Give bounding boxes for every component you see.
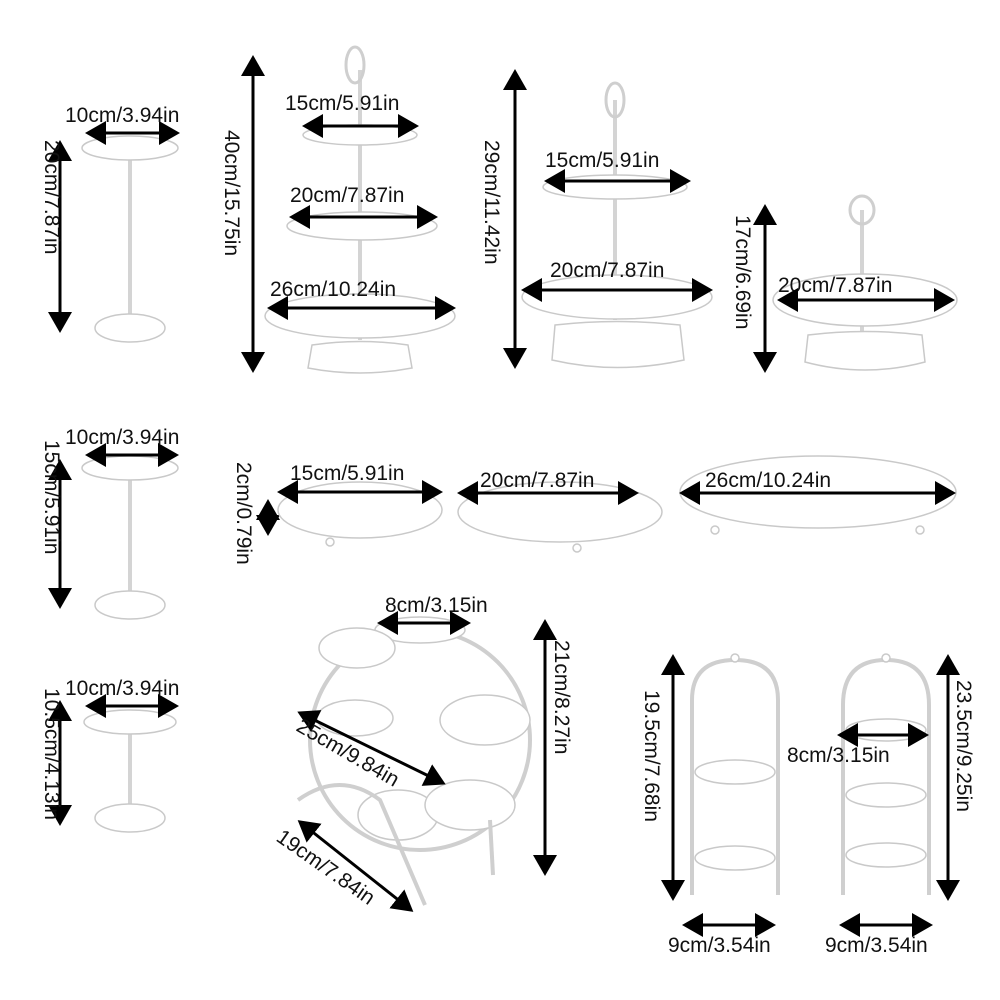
width-label: 10cm/3.94in	[65, 426, 179, 449]
height-label: 29cm/11.42in	[480, 140, 503, 265]
stand-20cm	[81, 135, 179, 343]
plate-medium-label: 20cm/7.87in	[480, 469, 594, 492]
three-tier-shelf	[841, 653, 931, 895]
height-label: 10.5cm/4.13in	[40, 688, 63, 820]
height-label: 15cm/5.91in	[40, 440, 63, 554]
stand-10cm	[83, 709, 177, 833]
plate-large	[679, 455, 957, 535]
shelf-3-height-label: 23.5cm/9.25in	[952, 680, 975, 812]
height-label: 17cm/6.69in	[731, 215, 754, 329]
plate-large-label: 26cm/10.24in	[705, 469, 831, 492]
ferris-depth-label: 19cm/7.84in	[272, 825, 379, 909]
ferris-plate-label: 8cm/3.15in	[385, 594, 488, 617]
top-tier-label: 15cm/5.91in	[545, 149, 659, 172]
plate-height-label: 2cm/0.79in	[232, 462, 255, 565]
plate-small-label: 15cm/5.91in	[290, 462, 404, 485]
bottom-tier-label: 26cm/10.24in	[270, 278, 396, 301]
ferris-depth-arrow	[297, 820, 414, 912]
height-label: 20cm/7.87in	[40, 140, 63, 254]
width-label: 10cm/3.94in	[65, 104, 179, 127]
width-label: 10cm/3.94in	[65, 677, 179, 700]
top-tier-label: 15cm/5.91in	[285, 92, 399, 115]
ferris-height-label: 21cm/8.27in	[550, 640, 573, 754]
two-tier-stand	[521, 81, 713, 369]
height-label: 40cm/15.75in	[220, 130, 243, 256]
one-tier-stand	[772, 194, 958, 371]
shelf-2-base-label: 9cm/3.54in	[668, 934, 771, 957]
ferris-diameter-arrow	[297, 710, 446, 786]
plate-label: 20cm/7.87in	[778, 274, 892, 297]
shelf-2-height-label: 19.5cm/7.68in	[640, 690, 663, 822]
two-tier-shelf	[690, 653, 780, 895]
middle-tier-label: 20cm/7.87in	[290, 184, 404, 207]
shelf-3-plate-label: 8cm/3.15in	[787, 744, 890, 767]
shelf-3-base-label: 9cm/3.54in	[825, 934, 928, 957]
bottom-tier-label: 20cm/7.87in	[550, 259, 664, 282]
stand-15cm	[81, 455, 179, 620]
